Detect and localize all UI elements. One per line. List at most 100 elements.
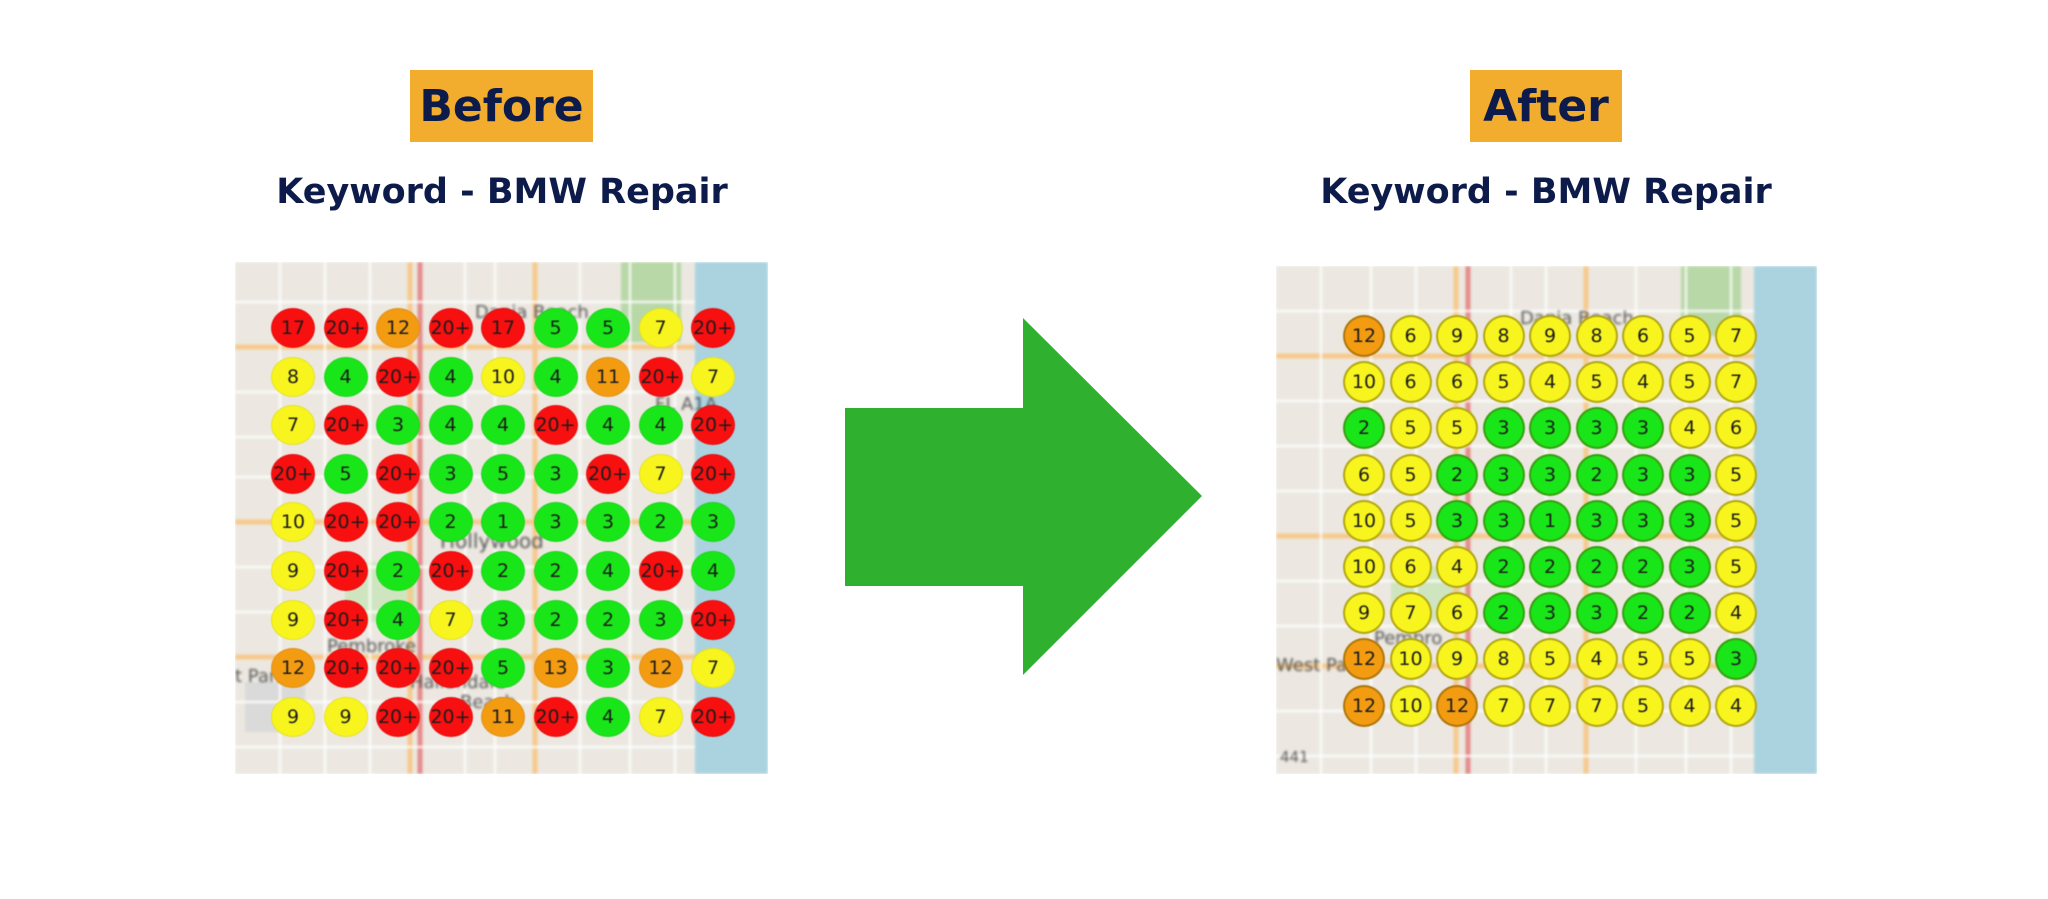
rank-marker: 3 xyxy=(533,453,578,494)
rank-marker: 9 xyxy=(271,551,315,591)
rank-marker: 3 xyxy=(1715,638,1757,681)
rank-marker: 12 xyxy=(271,648,315,689)
rank-marker: 2 xyxy=(533,551,578,591)
rank-marker: 6 xyxy=(1436,361,1478,404)
rank-marker: 6 xyxy=(1343,453,1385,496)
rank-marker: 20+ xyxy=(691,696,735,737)
rank-marker: 5 xyxy=(1436,407,1478,450)
rank-marker: 4 xyxy=(1529,361,1571,404)
rank-marker: 20+ xyxy=(691,405,735,446)
rank-marker: 12 xyxy=(1343,638,1385,681)
rank-marker: 4 xyxy=(586,405,630,446)
rank-marker: 11 xyxy=(586,356,630,397)
rank-marker: 20+ xyxy=(323,599,368,640)
rank-marker: 3 xyxy=(1622,407,1664,450)
rank-marker: 20+ xyxy=(638,551,683,591)
rank-marker: 20+ xyxy=(533,696,578,737)
rank-marker: 10 xyxy=(1389,684,1432,727)
rank-marker: 3 xyxy=(1529,453,1571,496)
rank-marker: 20+ xyxy=(586,453,630,494)
rank-marker: 9 xyxy=(323,696,368,737)
after-keyword-title: Keyword - BMW Repair xyxy=(1320,172,1772,212)
rank-marker: 4 xyxy=(1622,361,1664,404)
rank-marker: 4 xyxy=(323,356,368,397)
rank-marker: 1 xyxy=(1529,499,1571,542)
rank-marker: 5 xyxy=(1668,315,1711,357)
rank-marker: 20+ xyxy=(376,502,420,543)
rank-marker: 7 xyxy=(638,696,683,737)
rank-marker: 9 xyxy=(271,696,315,737)
rank-marker: 6 xyxy=(1715,407,1757,450)
rank-marker: 5 xyxy=(1389,499,1432,542)
rank-marker: 9 xyxy=(271,599,315,640)
rank-marker: 12 xyxy=(1436,684,1478,727)
rank-marker: 3 xyxy=(586,502,630,543)
rank-marker: 6 xyxy=(1389,361,1432,404)
rank-marker: 4 xyxy=(1715,592,1757,635)
rank-marker: 5 xyxy=(1389,407,1432,450)
rank-marker: 5 xyxy=(1389,453,1432,496)
before-rank-map: Dania Beach FL A1A Hollywood Pembroke Ha… xyxy=(235,262,768,774)
rank-marker: 3 xyxy=(428,453,473,494)
rank-marker: 20+ xyxy=(271,453,315,494)
rank-marker: 12 xyxy=(638,648,683,689)
rank-marker: 4 xyxy=(1715,684,1757,727)
rank-marker: 6 xyxy=(1436,592,1478,635)
rank-marker: 20+ xyxy=(428,551,473,591)
rank-marker: 5 xyxy=(586,308,630,348)
rank-marker: 3 xyxy=(1529,592,1571,635)
rank-marker: 20+ xyxy=(323,308,368,348)
rank-marker: 1 xyxy=(481,502,525,543)
rank-marker: 2 xyxy=(1343,407,1385,450)
rank-marker: 8 xyxy=(1482,315,1525,357)
rank-marker: 4 xyxy=(428,356,473,397)
rank-marker: 3 xyxy=(376,405,420,446)
rank-marker: 5 xyxy=(1482,361,1525,404)
map-label-441: 441 xyxy=(1280,748,1309,766)
rank-marker: 7 xyxy=(1389,592,1432,635)
rank-marker: 3 xyxy=(586,648,630,689)
rank-marker: 3 xyxy=(1529,407,1571,450)
rank-marker: 7 xyxy=(1575,684,1618,727)
rank-marker: 9 xyxy=(1529,315,1571,357)
rank-marker: 3 xyxy=(1575,407,1618,450)
rank-marker: 3 xyxy=(1575,592,1618,635)
rank-marker: 3 xyxy=(481,599,525,640)
rank-marker: 2 xyxy=(1575,546,1618,588)
rank-marker: 3 xyxy=(1668,546,1711,588)
rank-marker: 3 xyxy=(1668,499,1711,542)
rank-marker: 4 xyxy=(1436,546,1478,588)
rank-marker: 4 xyxy=(1668,684,1711,727)
rank-marker: 5 xyxy=(323,453,368,494)
rank-marker: 5 xyxy=(533,308,578,348)
rank-marker: 9 xyxy=(1436,638,1478,681)
rank-marker: 4 xyxy=(1575,638,1618,681)
rank-marker: 5 xyxy=(1529,638,1571,681)
rank-marker: 4 xyxy=(586,696,630,737)
rank-marker: 4 xyxy=(691,551,735,591)
rank-marker: 4 xyxy=(533,356,578,397)
rank-marker: 7 xyxy=(691,356,735,397)
rank-marker: 4 xyxy=(428,405,473,446)
rank-marker: 8 xyxy=(271,356,315,397)
rank-marker: 20+ xyxy=(376,356,420,397)
rank-marker: 9 xyxy=(1343,592,1385,635)
rank-marker: 7 xyxy=(1529,684,1571,727)
rank-marker: 7 xyxy=(638,308,683,348)
rank-marker: 2 xyxy=(1622,592,1664,635)
rank-marker: 7 xyxy=(1482,684,1525,727)
rank-marker: 6 xyxy=(1389,315,1432,357)
rank-marker: 2 xyxy=(1482,592,1525,635)
rank-marker: 2 xyxy=(586,599,630,640)
rank-marker: 20+ xyxy=(428,696,473,737)
rank-marker: 6 xyxy=(1622,315,1664,357)
rank-marker: 5 xyxy=(1715,499,1757,542)
rank-marker: 6 xyxy=(1389,546,1432,588)
rank-marker: 3 xyxy=(691,502,735,543)
rank-marker: 5 xyxy=(1668,361,1711,404)
rank-marker: 20+ xyxy=(638,356,683,397)
rank-marker: 17 xyxy=(271,308,315,348)
map-label-west-park: West Par xyxy=(1276,655,1355,676)
rank-marker: 2 xyxy=(533,599,578,640)
rank-marker: 3 xyxy=(1482,407,1525,450)
